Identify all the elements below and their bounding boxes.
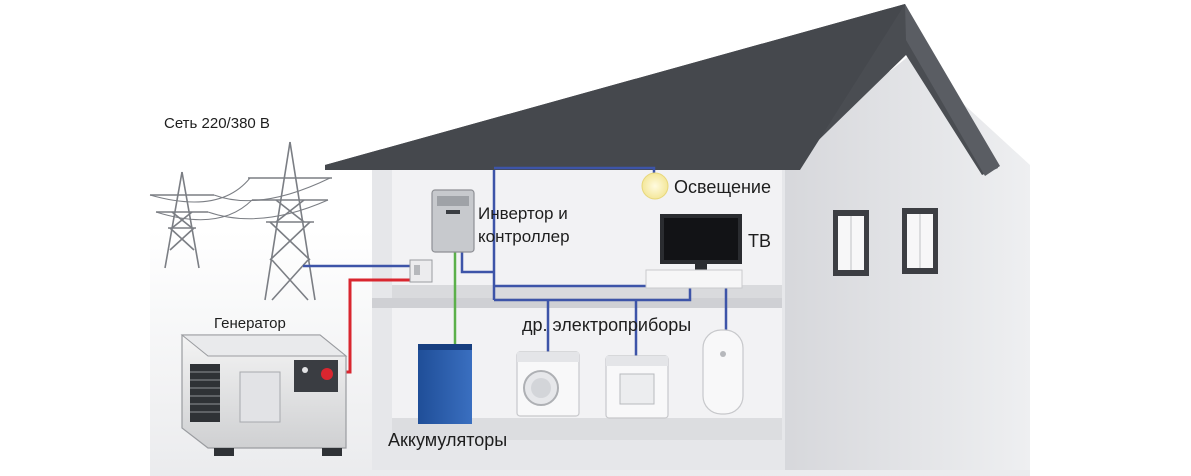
window-right-icon xyxy=(902,208,938,274)
appliances-label: др. электроприборы xyxy=(522,315,692,335)
light-bulb-icon xyxy=(641,172,669,200)
tv-label: ТВ xyxy=(748,231,772,251)
power-line-pylons xyxy=(149,141,332,301)
water-heater-icon xyxy=(702,329,744,415)
generator-label: Генератор xyxy=(214,315,286,332)
inverter-icon xyxy=(431,189,475,253)
dryer-icon xyxy=(605,355,669,419)
lighting-label: Освещение xyxy=(674,177,771,197)
tv-icon xyxy=(645,214,743,289)
inverter-label-line2: контроллер xyxy=(478,227,570,246)
generator-icon xyxy=(180,334,348,456)
junction-box-icon xyxy=(409,259,433,283)
battery-icon xyxy=(418,344,472,424)
inverter-label-line1: Инвертор и xyxy=(478,204,568,223)
floor-slab xyxy=(372,298,782,308)
pylon-left-icon xyxy=(150,171,214,269)
inverter-label: Инвертор и контроллер xyxy=(478,202,570,248)
pylon-right-icon xyxy=(248,141,332,301)
batteries-label: Аккумуляторы xyxy=(388,430,508,450)
house-roof-edge xyxy=(905,4,1000,176)
lower-room-floor xyxy=(392,418,782,440)
house-roof-front xyxy=(325,4,905,170)
grid-label: Сеть 220/380 В xyxy=(164,115,270,132)
washing-machine-icon xyxy=(516,351,580,417)
window-left-icon xyxy=(833,210,869,276)
